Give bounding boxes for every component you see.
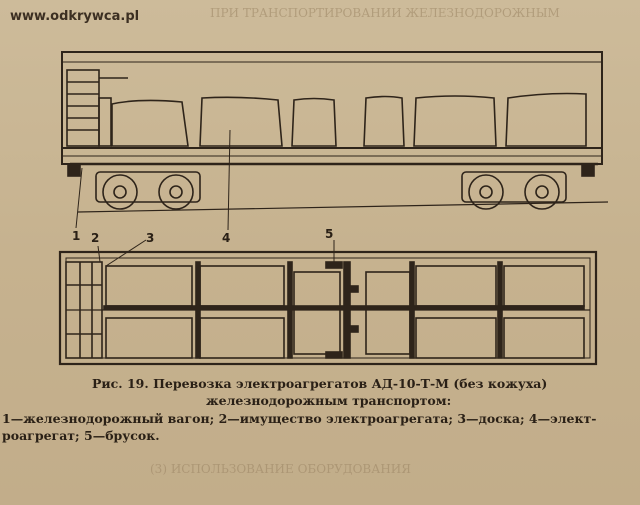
plan-view bbox=[58, 239, 598, 366]
callout-4: 4 bbox=[222, 231, 231, 245]
callout-5: 5 bbox=[325, 227, 334, 241]
caption-title: Рис. 19. Перевозка электроагрегатов АД-1… bbox=[92, 376, 548, 391]
callout-2: 2 bbox=[91, 231, 100, 245]
caption-subtitle: железнодорожным транспортом: bbox=[206, 393, 452, 408]
property-plan bbox=[65, 261, 103, 359]
generator-units-side bbox=[111, 92, 587, 147]
bogie-left bbox=[95, 171, 201, 210]
callout-1: 1 bbox=[72, 229, 81, 243]
caption-legend-line1: 1—железнодорожный вагон; 2—имущество эле… bbox=[2, 411, 597, 426]
watermark: www.odkrywca.pl bbox=[10, 9, 140, 24]
bleed-through-text: (3) ИСПОЛЬЗОВАНИЕ ОБОРУДОВАНИЯ bbox=[150, 462, 411, 476]
bogie-right bbox=[461, 171, 567, 210]
callout-3: 3 bbox=[146, 231, 155, 245]
caption-legend-line2: роагрегат; 5—брусок. bbox=[2, 428, 160, 443]
boards-and-bars bbox=[103, 261, 585, 359]
property-stack bbox=[66, 69, 128, 147]
bleed-through-text: ПРИ ТРАНСПОРТИРОВАНИИ ЖЕЛЕЗНОДОРОЖНЫМ bbox=[210, 6, 560, 20]
side-view bbox=[61, 51, 609, 231]
